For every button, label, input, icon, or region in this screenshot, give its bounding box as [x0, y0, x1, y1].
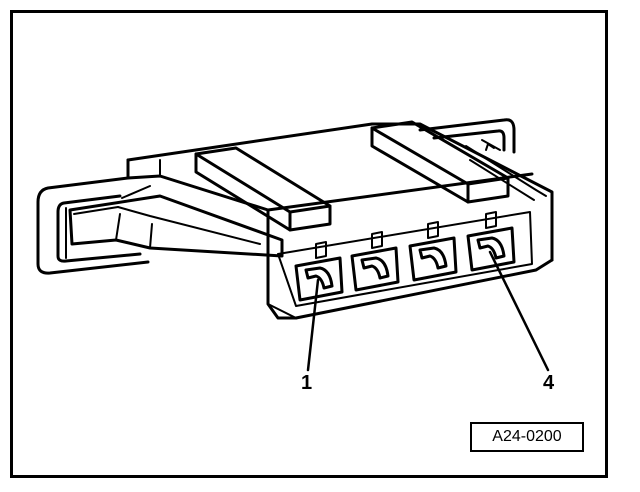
leader-line-pin-4 — [488, 250, 550, 372]
pin-cavity-1 — [294, 241, 344, 302]
side-guide-rail — [465, 143, 547, 201]
left-latch-bracket — [36, 176, 151, 275]
pin-cavity-4 — [466, 211, 516, 272]
leader-line-pin-1 — [306, 278, 320, 372]
connector-front-face — [277, 211, 533, 307]
pin-label-1: 1 — [301, 372, 313, 394]
latch-tongue — [68, 194, 284, 258]
connector-housing — [126, 122, 554, 320]
pin-cavity-2 — [350, 231, 400, 292]
housing-rib-left — [194, 146, 332, 232]
pin-cavity-3 — [408, 221, 458, 282]
figure-frame — [10, 10, 608, 478]
pin-label-4: 4 — [543, 372, 555, 394]
figure-id-box: A24-0200 — [470, 422, 584, 452]
